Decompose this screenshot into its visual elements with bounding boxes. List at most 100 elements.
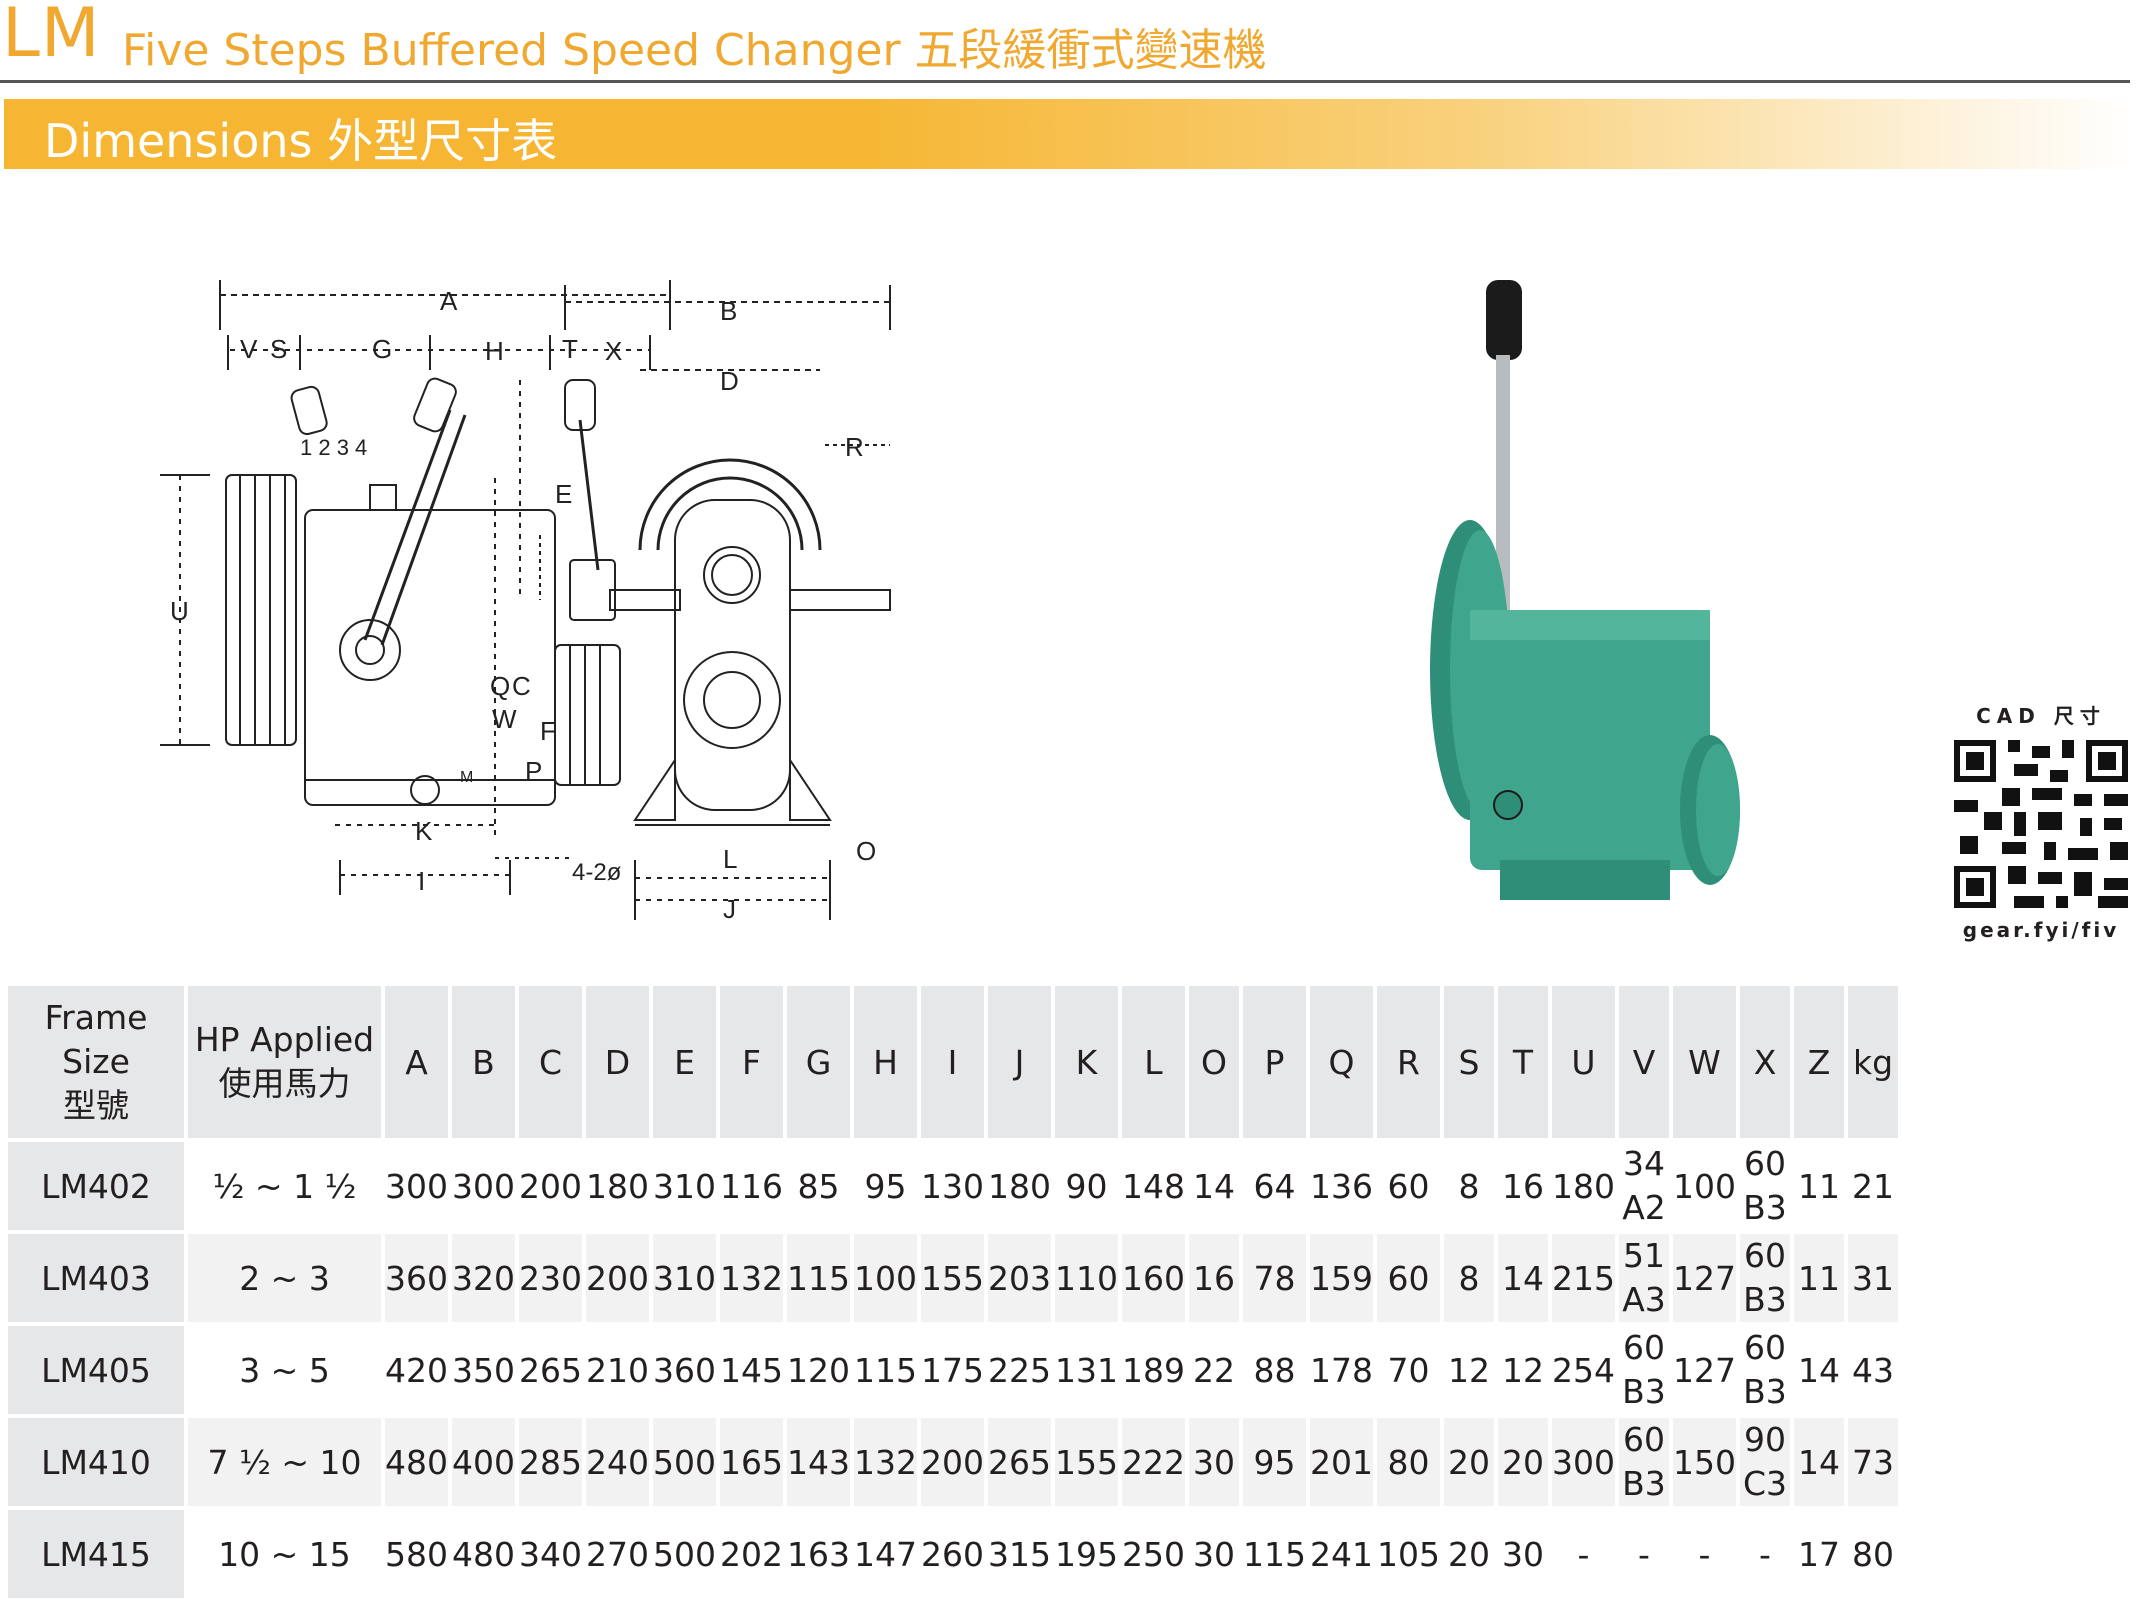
value-cell: 203 [988, 1234, 1051, 1322]
value-cell: 80 [1377, 1418, 1440, 1506]
top-plug [369, 484, 397, 511]
value-cell: 115 [854, 1350, 917, 1390]
model-cell: LM402 [8, 1142, 184, 1230]
value-cell: 480 [452, 1534, 515, 1574]
value-cell: 120 [787, 1350, 850, 1390]
label-t: T [562, 334, 578, 364]
value-cell: 14 [1794, 1418, 1844, 1506]
qr-code-icon[interactable] [1948, 734, 2134, 914]
value-cell: 90 [1065, 1166, 1108, 1206]
label-w: W [492, 704, 517, 734]
hp-cell: 3 ~ 5 [239, 1350, 330, 1390]
value-line: B3 [1743, 1188, 1787, 1227]
value-cell: 143 [787, 1418, 850, 1506]
value-cell: 8 [1458, 1166, 1480, 1206]
value-line: A2 [1622, 1188, 1666, 1227]
series-code: LM [2, 0, 101, 73]
value-line: 60 [1744, 1144, 1786, 1183]
upper-bore-inner [711, 554, 753, 596]
value-cell: 21 [1852, 1166, 1894, 1206]
value-cell: - [1698, 1534, 1711, 1574]
value-cell: 315 [988, 1534, 1051, 1574]
cad-qr[interactable]: CAD 尺寸 gear.fyi/fiv [1948, 700, 2134, 950]
hp-cell: 2 ~ 3 [188, 1234, 381, 1322]
column-header-v: V [1619, 986, 1669, 1138]
value-cell: 100 [854, 1234, 917, 1322]
value-cell: 30 [1502, 1534, 1544, 1574]
value-line: 60 [1744, 1236, 1786, 1275]
left-pulley [225, 474, 297, 746]
column-header-z: Z [1794, 986, 1844, 1138]
value-cell: 31 [1848, 1234, 1898, 1322]
column-header-o: O [1189, 986, 1239, 1138]
value-cell: 300 [452, 1166, 515, 1206]
value-line: 60 [1744, 1328, 1786, 1367]
lever-shaft [380, 414, 467, 646]
column-header-c: C [519, 986, 582, 1138]
value-cell: 60 [1387, 1166, 1430, 1206]
value-cell: 159 [1310, 1234, 1373, 1322]
value-cell: 147 [854, 1534, 917, 1574]
upper-bore [703, 546, 761, 604]
dimension-drawing: A V S G H T X 1 2 3 4 U Q C W F P M K I … [140, 260, 1240, 924]
gearbox-body-side [304, 509, 556, 806]
value-cell: 132 [854, 1418, 917, 1506]
value-cell: 340 [519, 1534, 582, 1574]
label-steps: 1 2 3 4 [300, 435, 367, 460]
product-photo [1380, 280, 1820, 900]
model-cell: LM410 [8, 1418, 184, 1506]
value-cell: 200 [519, 1166, 582, 1206]
product-photo-svg [1430, 280, 1740, 900]
title-divider [0, 80, 2130, 83]
foot-left [633, 756, 676, 821]
value-cell: 350 [452, 1350, 515, 1390]
value-cell: 80 [1852, 1534, 1894, 1574]
lower-bore-inner [703, 671, 761, 729]
model-cell: LM405 [8, 1326, 184, 1414]
value-cell: 115 [787, 1234, 850, 1322]
value-cell: 60 [1377, 1234, 1440, 1322]
value-cell: - [1759, 1534, 1771, 1574]
value-cell: 127 [1673, 1234, 1736, 1322]
value-cell: 300 [1552, 1418, 1615, 1506]
value-cell: 360 [653, 1350, 716, 1390]
column-header-e: E [653, 986, 716, 1138]
label-j: J [723, 894, 736, 920]
qr-url[interactable]: gear.fyi/fiv [1962, 918, 2120, 942]
value-line: B3 [1743, 1372, 1787, 1411]
column-header-f: F [720, 986, 783, 1138]
value-line: B3 [1743, 1280, 1787, 1319]
value-cell: 105 [1377, 1534, 1440, 1574]
value-cell: - [1577, 1534, 1590, 1574]
value-cell: 210 [586, 1350, 649, 1390]
value-cell: - [1638, 1534, 1650, 1574]
column-header-k: K [1055, 986, 1118, 1138]
value-cell: 73 [1848, 1418, 1898, 1506]
page-title: Five Steps Buffered Speed Changer 五段緩衝式變… [122, 25, 1267, 76]
lever-hub-front [569, 559, 616, 621]
column-header-w: W [1673, 986, 1736, 1138]
label-o: O [856, 836, 876, 866]
value-cell: 200 [586, 1234, 649, 1322]
header-line: HP Applied [194, 1020, 375, 1059]
label-f: F [540, 716, 556, 746]
label-r: R [845, 432, 864, 462]
value-cell: 85 [797, 1166, 840, 1206]
label-l: L [723, 844, 737, 874]
column-header-h: H [854, 986, 917, 1138]
value-cell: 180 [1552, 1166, 1615, 1206]
value-line: 90 [1744, 1420, 1786, 1459]
value-cell: 16 [1502, 1166, 1544, 1206]
value-cell: 195 [1055, 1534, 1118, 1574]
value-cell: 300 [385, 1166, 448, 1206]
value-cell: 14 [1193, 1166, 1235, 1206]
value-cell: 265 [988, 1418, 1051, 1506]
label-s: S [270, 334, 287, 364]
label-a: A [440, 286, 458, 316]
header-line: Size [62, 1042, 130, 1081]
